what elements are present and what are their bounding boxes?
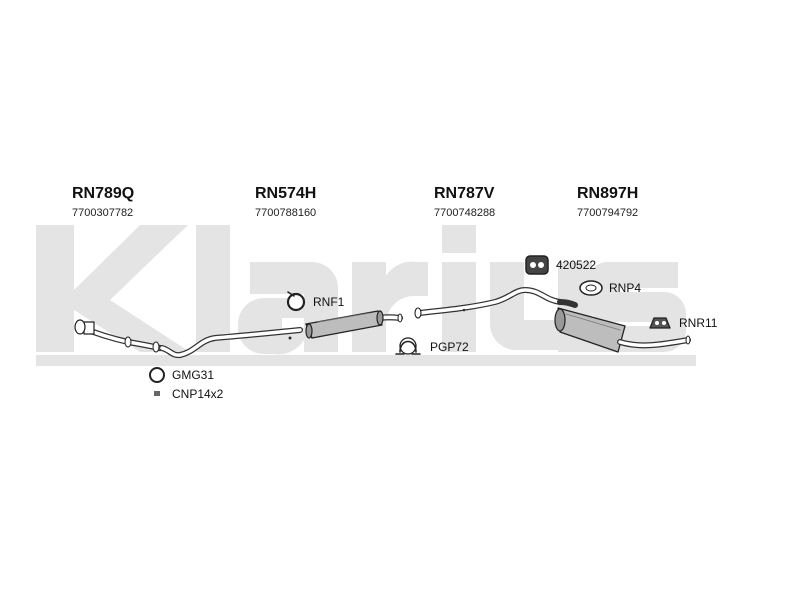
front-pipe-rn789q (74, 319, 163, 353)
fitting-label-pgp72: PGP72 (430, 340, 469, 354)
fitting-label-rnr11: RNR11 (679, 316, 718, 330)
rear-pipe-rn787v (414, 287, 563, 319)
hanger-icon (649, 317, 671, 329)
oe-number-rn787v: 7700748288 (434, 207, 496, 219)
oe-number-rn574h: 7700788160 (255, 207, 317, 219)
fitting-label-gmg31: GMG31 (172, 368, 215, 382)
clamp-icon (286, 291, 306, 312)
part-code-rn787v: RN787V (434, 185, 495, 202)
fitting-label-cnp14x2: CNP14x2 (172, 387, 224, 401)
gasket-ring-icon (149, 367, 165, 383)
rear-silencer-rn897h (554, 299, 691, 353)
nut-icon (154, 391, 160, 396)
fitting-label-420522: 420522 (556, 258, 597, 272)
oe-number-rn897h: 7700794792 (577, 207, 639, 219)
centre-silencer (305, 310, 403, 339)
rubber-mount-icon (525, 255, 549, 275)
fitting-label-rnp4: RNP4 (609, 281, 642, 295)
oe-number-rn789q: 7700307782 (72, 207, 134, 219)
part-code-rn789q: RN789Q (72, 185, 135, 202)
gasket-icon (579, 280, 603, 296)
pipe-clamp-icon (395, 337, 421, 355)
fitting-label-rnf1: RNF1 (313, 295, 345, 309)
part-code-rn897h: RN897H (577, 185, 639, 202)
part-code-rn574h: RN574H (255, 185, 317, 202)
